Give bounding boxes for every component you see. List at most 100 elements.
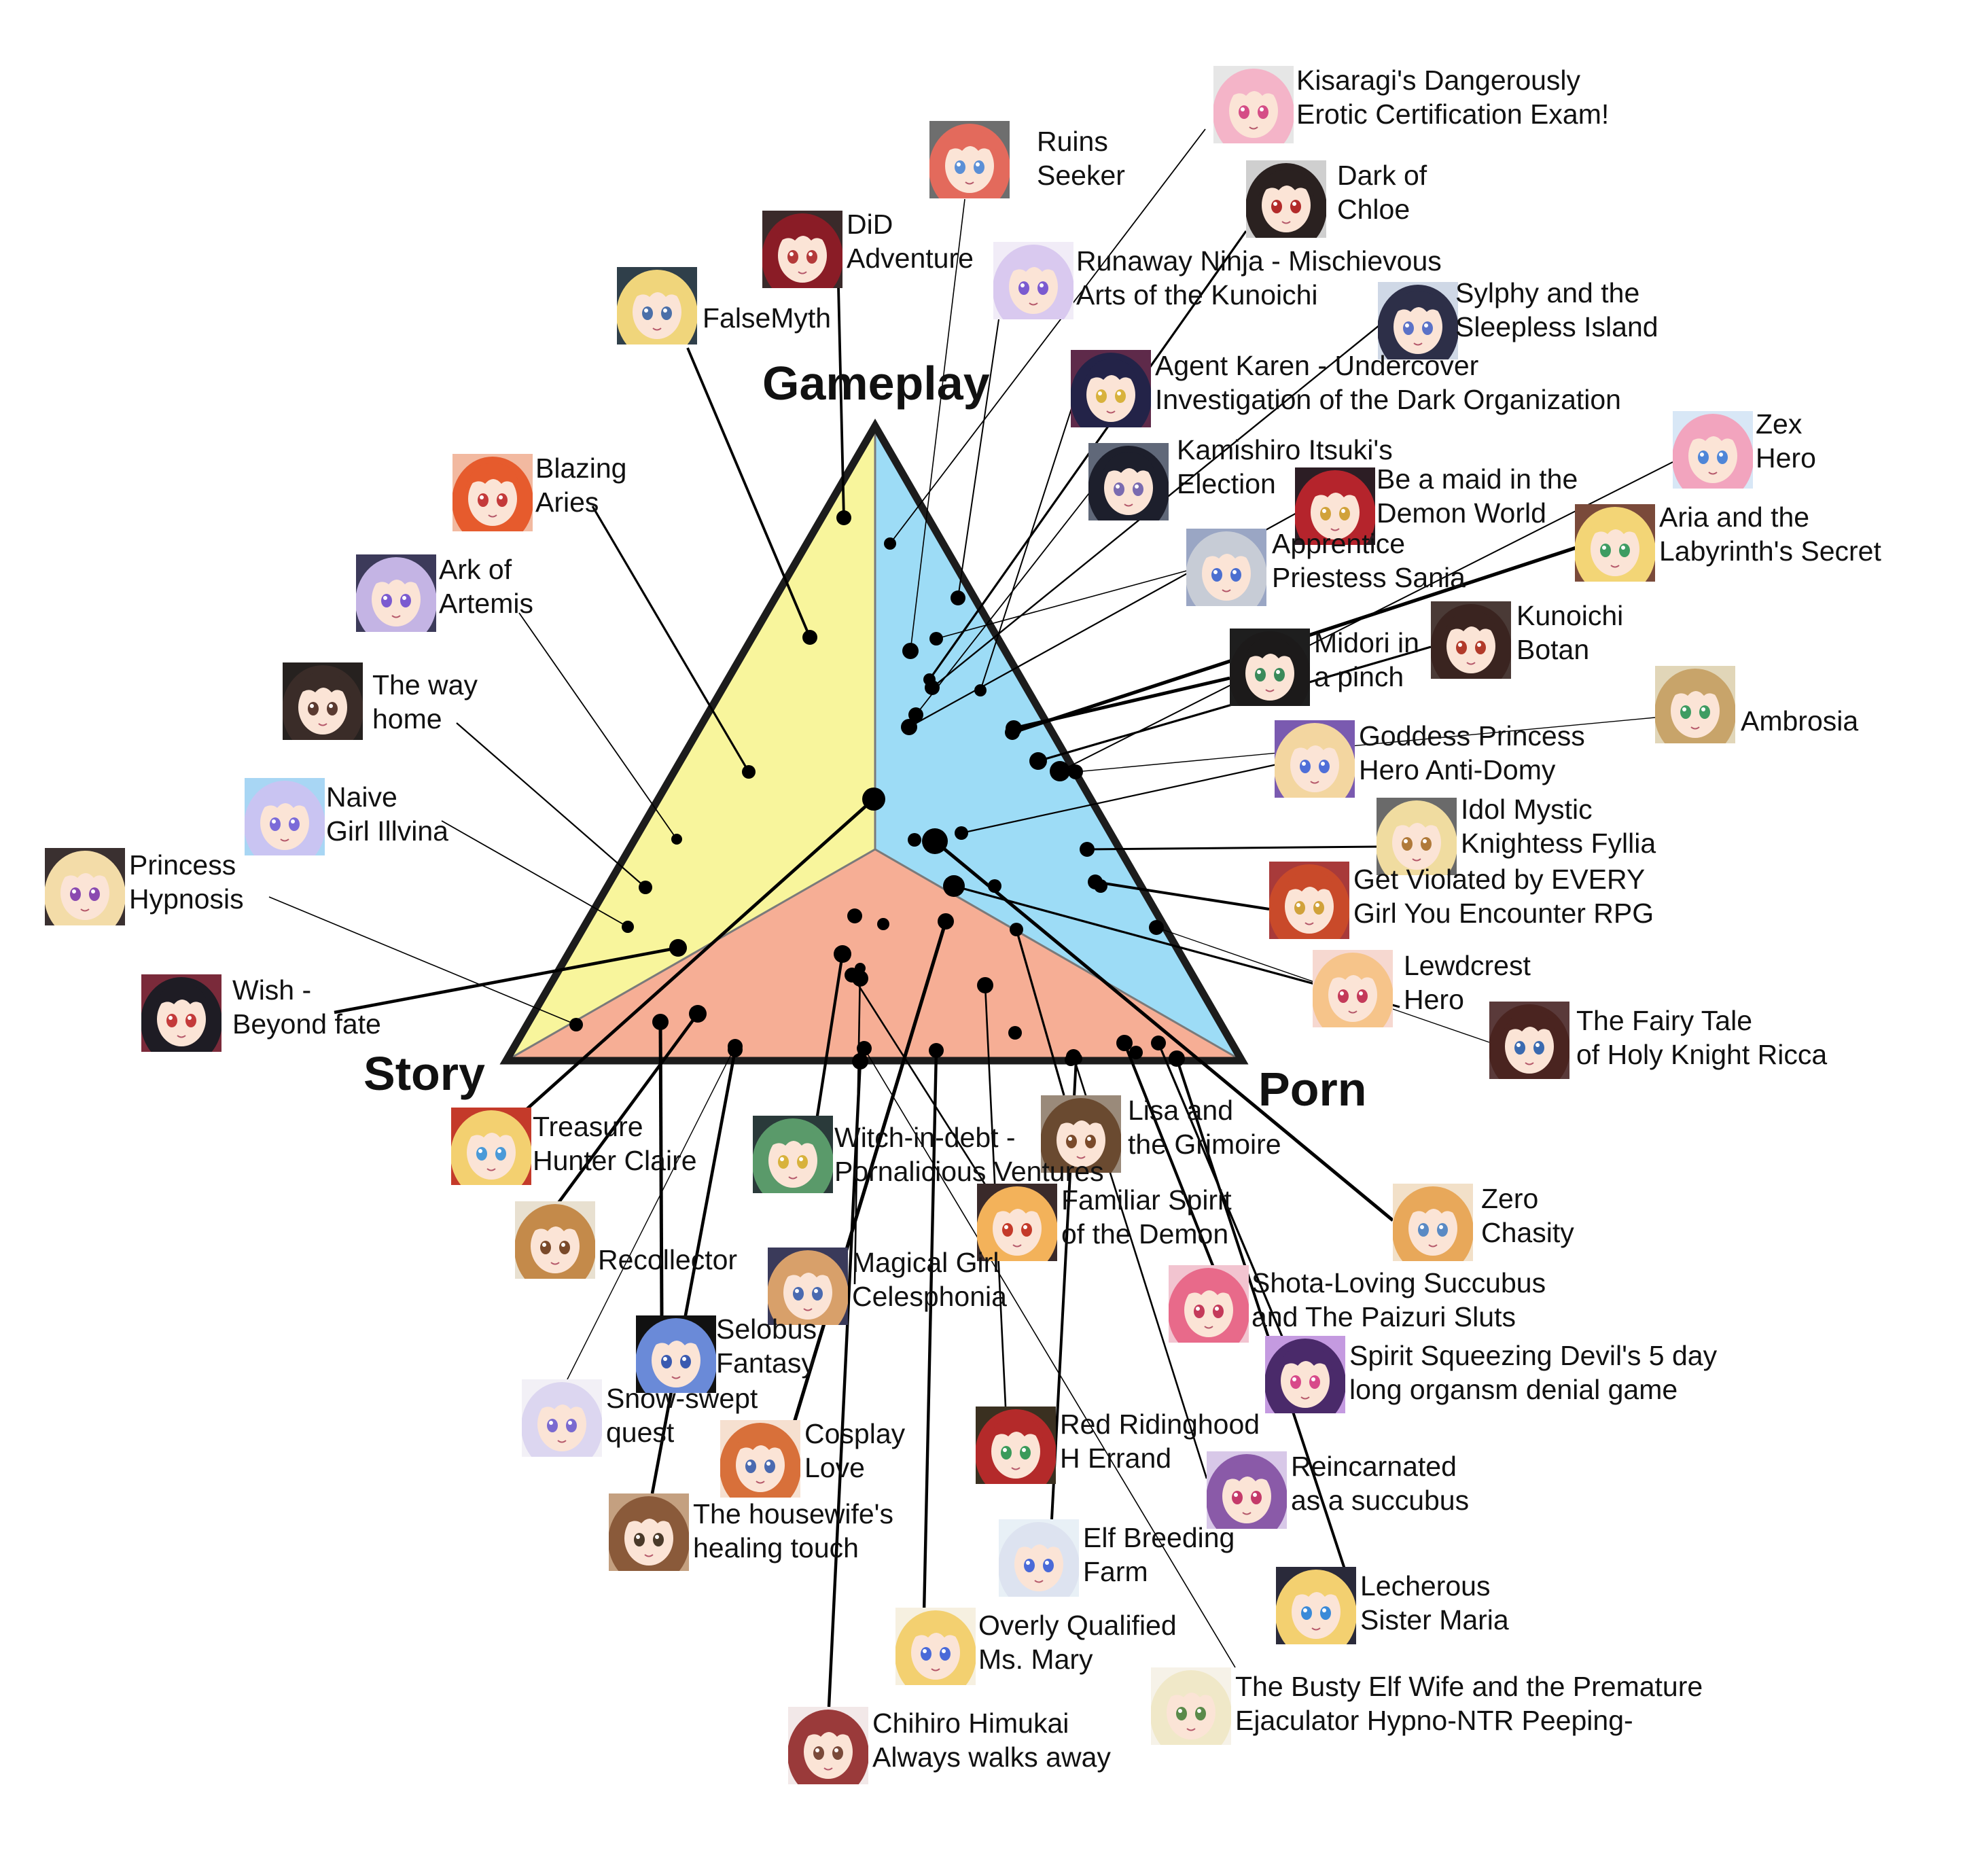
leader-line-cosplay-love bbox=[789, 921, 948, 1434]
game-markers bbox=[569, 510, 1185, 1069]
game-label-line: Hero bbox=[1756, 442, 1816, 474]
portrait-treasure-claire bbox=[451, 1108, 531, 1185]
game-label-line: Wish - bbox=[232, 974, 311, 1006]
unlabeled-marker-7 bbox=[1065, 1054, 1077, 1066]
leader-line-busty-elf-wife bbox=[864, 1048, 1236, 1668]
game-label-line: Demon World bbox=[1377, 497, 1546, 529]
game-label-line: of the Demon bbox=[1061, 1218, 1228, 1250]
portrait-zero-chasity bbox=[1393, 1184, 1473, 1261]
leader-line-selobus bbox=[658, 1021, 664, 1319]
unlabeled-marker-3 bbox=[877, 918, 889, 930]
game-label-line: H Errand bbox=[1060, 1443, 1171, 1474]
game-marker-idol-fyllia bbox=[1080, 842, 1095, 857]
game-label-line: Sister Maria bbox=[1360, 1604, 1509, 1635]
game-label-line: Investigation of the Dark Organization bbox=[1155, 384, 1621, 415]
game-label-line: Always walks away bbox=[872, 1741, 1111, 1773]
game-label-line: Lewdcrest bbox=[1404, 950, 1531, 981]
game-marker-zex-hero bbox=[1050, 761, 1070, 781]
game-label-line: Hero Anti-Domy bbox=[1359, 754, 1556, 785]
game-label-line: Princess bbox=[129, 849, 236, 881]
unlabeled-marker-6 bbox=[1008, 1026, 1022, 1040]
portrait-lewdcrest bbox=[1313, 950, 1393, 1027]
portrait-lisa bbox=[1041, 1095, 1121, 1173]
leader-line-lecherous-maria bbox=[1175, 1058, 1348, 1576]
portrait-sylphy bbox=[1378, 282, 1458, 359]
portrait-falsemyth bbox=[617, 267, 697, 344]
game-marker-busty-elf-wife bbox=[857, 1041, 872, 1056]
game-label-line: Chloe bbox=[1337, 194, 1410, 225]
unlabeled-marker-8 bbox=[1129, 1046, 1143, 1059]
game-marker-overly-mary bbox=[929, 1043, 944, 1058]
game-label-line: Farm bbox=[1083, 1556, 1148, 1587]
game-marker-wish bbox=[669, 939, 687, 957]
game-label-falsemyth: FalseMyth bbox=[703, 302, 831, 334]
game-label-line: Hunter Claire bbox=[533, 1145, 697, 1176]
leader-line-kisaragi bbox=[889, 128, 1206, 544]
game-label-line: The housewife's bbox=[693, 1498, 893, 1529]
game-marker-kunoichi-botan bbox=[1029, 752, 1047, 770]
game-label-line: home bbox=[372, 703, 442, 735]
leader-line-wish bbox=[334, 946, 679, 1014]
game-label-line: The Fairy Tale bbox=[1576, 1005, 1752, 1036]
game-marker-kisaragi bbox=[884, 537, 896, 550]
game-label-line: Adventure bbox=[847, 243, 974, 274]
game-label-line: The way bbox=[372, 669, 478, 701]
game-marker-lisa bbox=[1010, 923, 1023, 936]
game-label-line: Love bbox=[804, 1452, 865, 1483]
game-label-line: a pinch bbox=[1314, 661, 1404, 692]
portrait-runaway-ninja bbox=[993, 242, 1073, 319]
game-label-line: Aries bbox=[535, 487, 599, 518]
game-label-line: Recollector bbox=[598, 1244, 737, 1275]
portrait-kunoichi-botan bbox=[1431, 601, 1511, 679]
game-label-line: the Grimoire bbox=[1128, 1129, 1281, 1160]
game-label-line: Aria and the bbox=[1659, 501, 1809, 533]
game-marker-ruins-seeker bbox=[902, 643, 919, 659]
game-marker-witch-in-debt bbox=[834, 945, 851, 963]
portrait-agent-karen bbox=[1071, 350, 1151, 427]
game-label-line: Girl You Encounter RPG bbox=[1353, 898, 1654, 929]
game-label-line: FalseMyth bbox=[703, 302, 831, 334]
portrait-lecherous-maria bbox=[1276, 1567, 1356, 1644]
game-marker-ambrosia bbox=[1068, 764, 1083, 779]
portrait-blazing-aries bbox=[452, 454, 533, 531]
game-label-line: Apprentice bbox=[1272, 528, 1405, 559]
leader-line-goddess-princess bbox=[961, 762, 1281, 834]
game-label-line: healing touch bbox=[693, 1532, 859, 1563]
triangle-outline bbox=[499, 419, 1249, 1065]
game-label-line: Blazing bbox=[535, 453, 626, 484]
game-label-line: Arts of the Kunoichi bbox=[1076, 279, 1318, 311]
portrait-magical-celesphonia bbox=[768, 1248, 848, 1325]
portrait-the-way-home bbox=[283, 662, 363, 740]
game-label-line: Snow-swept bbox=[606, 1383, 758, 1414]
portrait-get-violated bbox=[1269, 862, 1349, 939]
game-label-line: Ruins bbox=[1037, 126, 1108, 157]
game-label-line: Agent Karen - Undercover bbox=[1155, 350, 1478, 381]
portrait-shota-succubus bbox=[1169, 1265, 1249, 1343]
leader-line-overly-mary bbox=[922, 1050, 938, 1614]
portrait-snow-swept bbox=[522, 1379, 602, 1457]
game-label-line: Spirit Squeezing Devil's 5 day bbox=[1349, 1340, 1718, 1371]
game-label-line: of Holy Knight Ricca bbox=[1576, 1039, 1827, 1070]
game-label-line: Botan bbox=[1516, 634, 1589, 665]
unlabeled-marker-4 bbox=[1094, 879, 1107, 893]
unlabeled-marker-5 bbox=[988, 879, 1001, 893]
game-label-line: Zero bbox=[1481, 1183, 1538, 1214]
portrait-witch-in-debt bbox=[753, 1116, 833, 1193]
